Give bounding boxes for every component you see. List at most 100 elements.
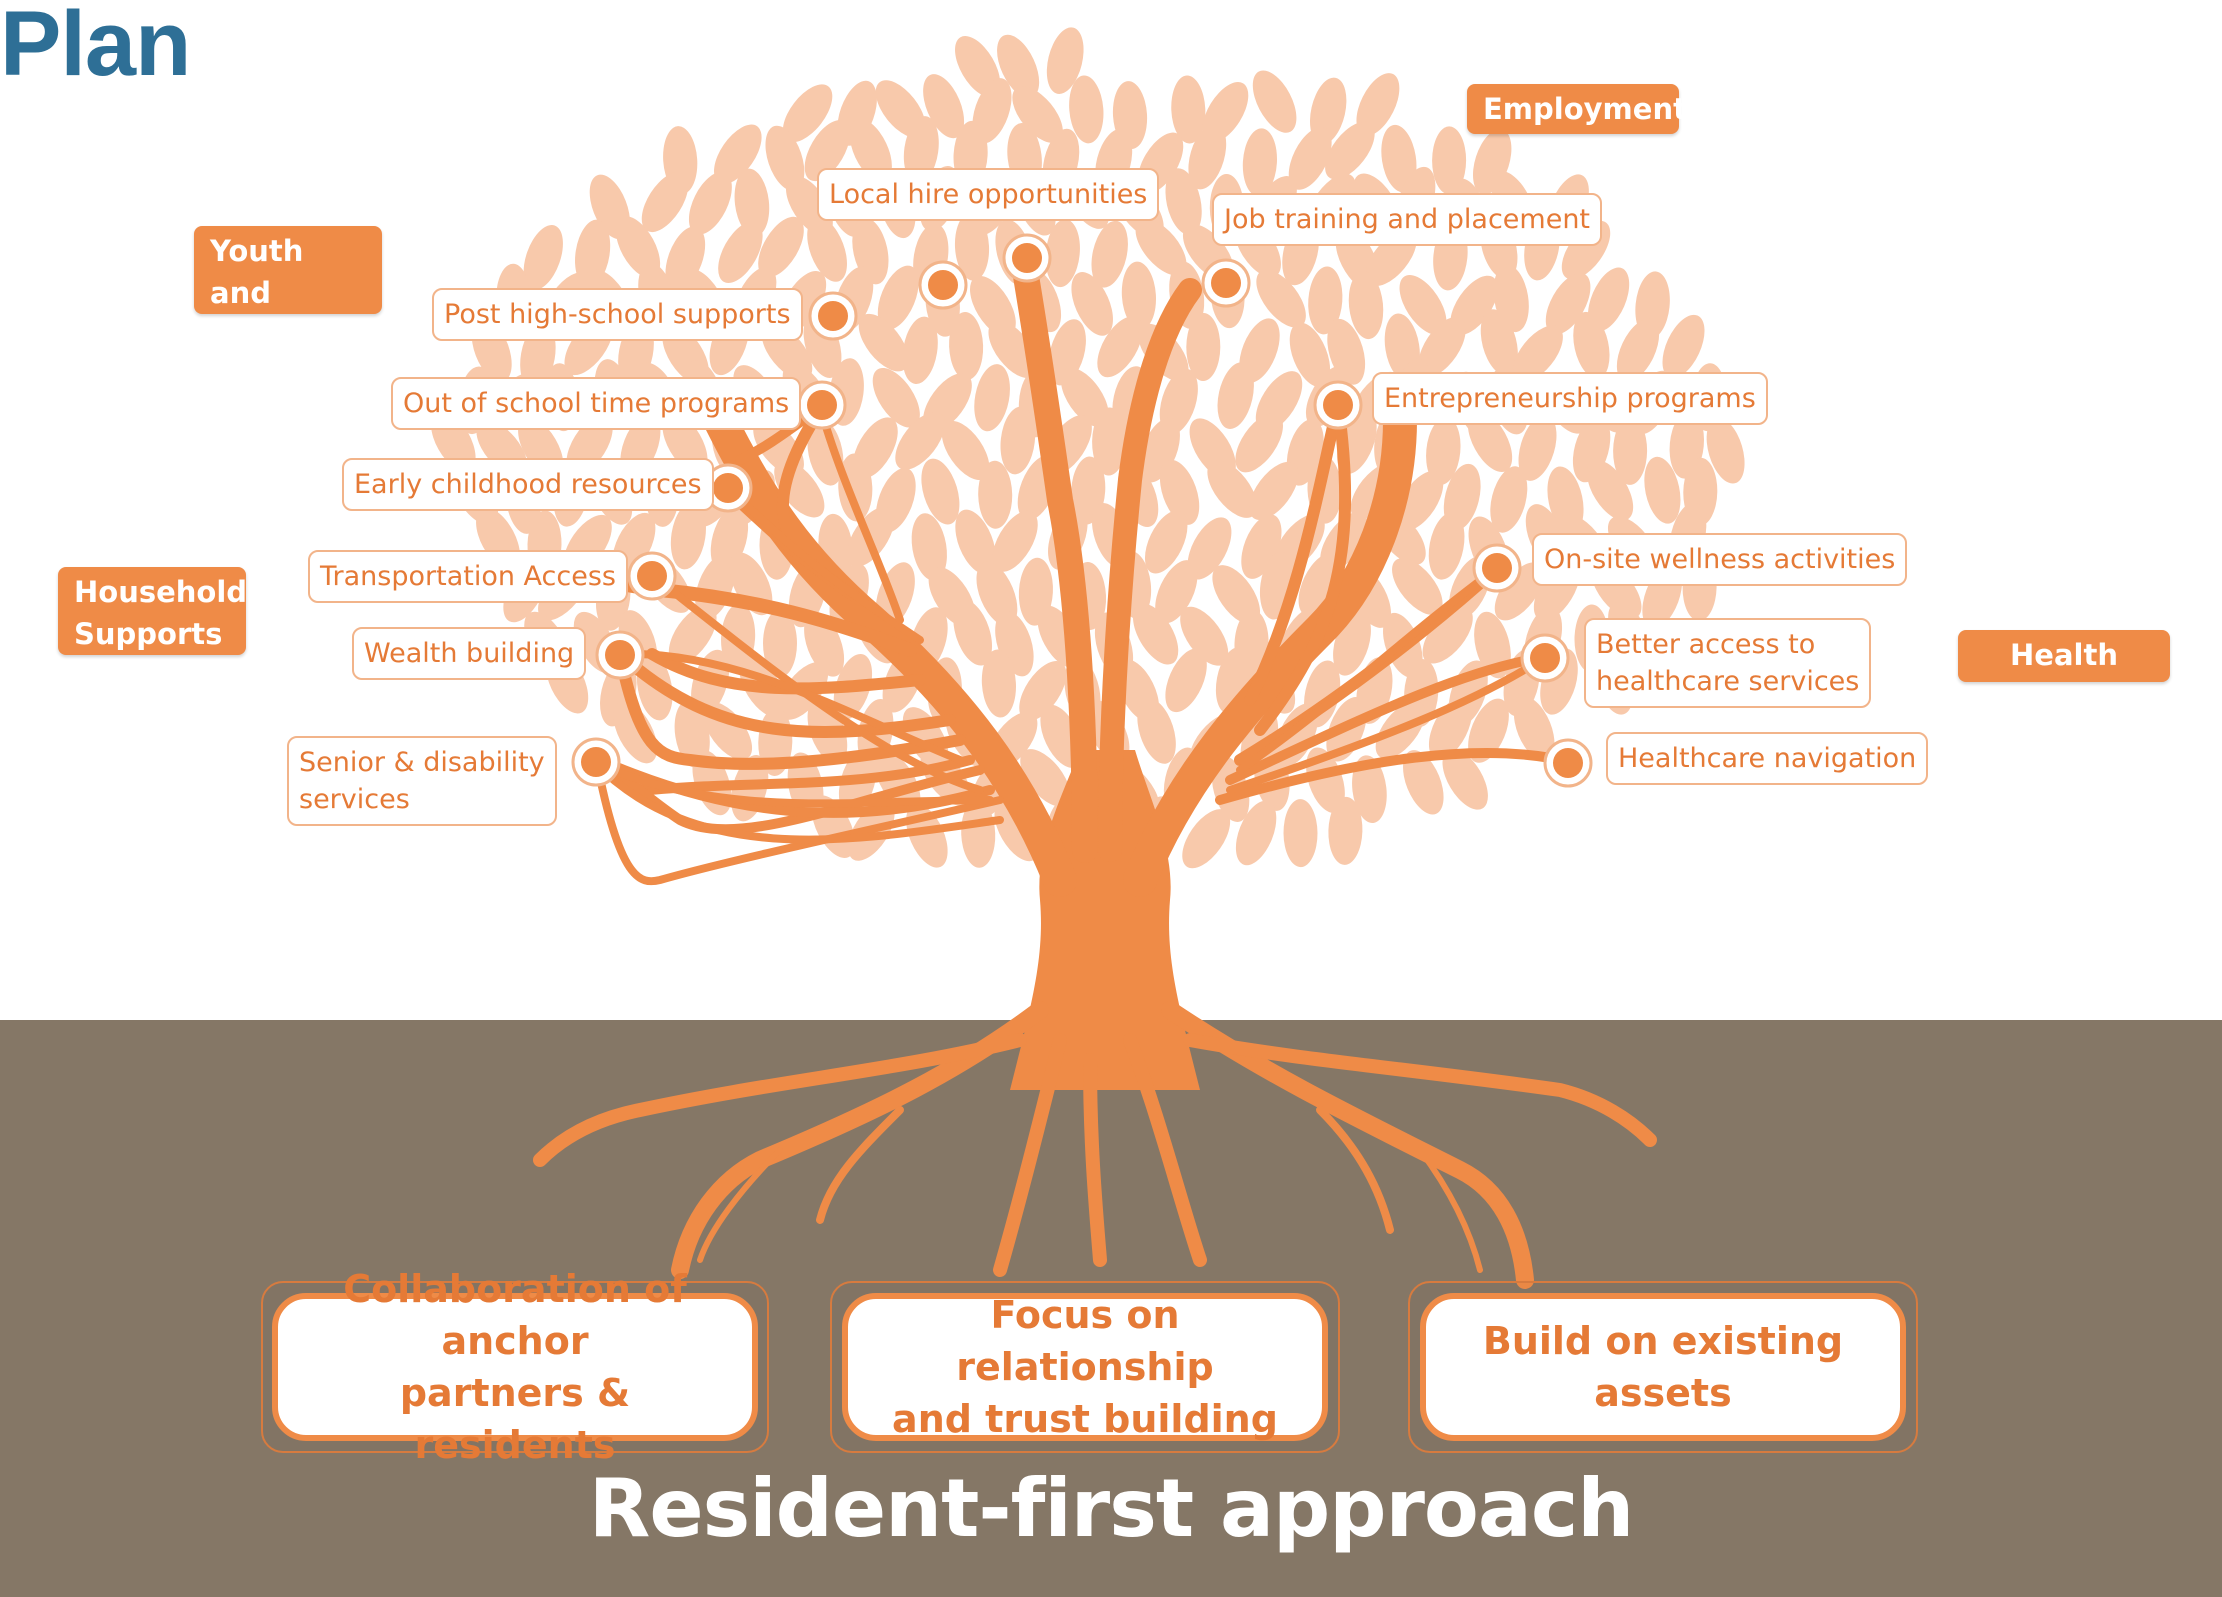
label-healthcare-access: Better access to healthcare services xyxy=(1584,618,1872,708)
pillar-collaboration: Collaboration of anchor partners & resid… xyxy=(272,1267,758,1467)
label-post-high-school: Post high-school supports xyxy=(432,288,803,341)
leaf-shape xyxy=(872,367,920,428)
leaf-shape xyxy=(807,217,847,282)
leaf-shape xyxy=(718,221,763,284)
leaf-shape xyxy=(955,509,996,575)
leaf-shape xyxy=(1144,510,1188,574)
leaf-shape xyxy=(877,265,919,330)
leaf-shape xyxy=(1000,406,1036,475)
leaf-shape xyxy=(972,78,1012,144)
leaf-shape xyxy=(1092,407,1127,476)
leaf-shape xyxy=(1091,220,1128,288)
leaf-shape xyxy=(807,418,844,486)
leaf-shape xyxy=(954,212,990,281)
leaf-shape xyxy=(1442,748,1488,810)
leaf-shape xyxy=(1662,314,1705,379)
leaf-shape xyxy=(1467,410,1513,472)
leaf-shape xyxy=(1288,127,1332,190)
leaf-shape xyxy=(1356,73,1400,136)
leaf-shape xyxy=(961,799,996,868)
leaf-shape xyxy=(758,216,804,278)
leaf-shape xyxy=(1171,75,1206,144)
leaf-shape xyxy=(1182,809,1231,869)
branch-node xyxy=(1323,390,1353,420)
leaf-shape xyxy=(804,120,850,182)
leaf-shape xyxy=(1239,318,1280,383)
leaf-shape xyxy=(1403,750,1444,815)
leaf-shape xyxy=(1180,606,1229,666)
category-youth-education: Youth and Education xyxy=(194,226,382,352)
leaf-shape xyxy=(1399,274,1447,335)
leaf-shape xyxy=(1706,417,1745,484)
leaf-shape xyxy=(1137,698,1176,764)
leaf-shape xyxy=(941,420,990,481)
pillar-assets: Build on existing assets xyxy=(1420,1293,1906,1441)
leaf-shape xyxy=(1348,271,1384,340)
page-title: Plan xyxy=(0,0,191,95)
leaf-shape xyxy=(1020,749,1071,807)
leaf-shape xyxy=(1587,459,1634,521)
label-entrepreneurship: Entrepreneurship programs xyxy=(1372,372,1768,425)
branch-node xyxy=(1530,643,1560,673)
leaf-shape xyxy=(1132,603,1179,665)
leaf-shape xyxy=(782,84,833,143)
leaf-shape xyxy=(1428,696,1473,760)
leaf-shape xyxy=(1283,799,1318,868)
leaf-shape xyxy=(1019,661,1067,721)
leaf-shape xyxy=(1490,466,1528,533)
leaf-shape xyxy=(1545,273,1591,335)
pillar-relationship: Focus on relationship and trust building xyxy=(842,1293,1328,1441)
leaf-shape xyxy=(714,124,762,184)
leaf-shape xyxy=(858,313,909,372)
leaf-shape xyxy=(1069,75,1104,144)
branch-node xyxy=(1553,748,1583,778)
leaf-shape xyxy=(1518,414,1557,481)
leaf-shape xyxy=(981,649,1016,718)
leaf-shape xyxy=(978,460,1013,529)
leaf-shape xyxy=(874,750,921,812)
leaf-shape xyxy=(902,316,938,384)
branch-node xyxy=(581,747,611,777)
leaf-shape xyxy=(949,312,984,380)
category-health: Health xyxy=(1958,630,2170,682)
leaf-shape xyxy=(838,453,873,522)
label-transportation: Transportation Access xyxy=(308,550,628,603)
leaf-shape xyxy=(734,168,770,237)
leaf-shape xyxy=(911,513,947,581)
leaf-shape xyxy=(921,458,960,525)
branch-node xyxy=(818,301,848,331)
leaf-shape xyxy=(670,501,706,570)
branch-node xyxy=(713,473,743,503)
leaf-shape xyxy=(1249,461,1299,520)
leaf-shape xyxy=(1613,416,1648,485)
leaf-shape xyxy=(1212,565,1261,625)
leaf-shape xyxy=(1587,267,1630,332)
tree-trunk-and-branches xyxy=(533,257,1657,1289)
leaf-shape xyxy=(895,412,945,470)
leaf-shape xyxy=(1308,266,1343,335)
leaf-shape xyxy=(903,116,939,184)
leaf-shape xyxy=(1235,413,1283,473)
label-early-childhood: Early childhood resources xyxy=(342,458,714,511)
leaf-shape xyxy=(1512,325,1563,383)
leaf-shape xyxy=(688,171,732,235)
leaf-shape xyxy=(1328,796,1363,865)
leaf-shape xyxy=(1071,272,1113,336)
leaf-shape xyxy=(988,320,1038,379)
label-out-of-school: Out of school time programs xyxy=(391,377,802,430)
leaf-shape xyxy=(1046,27,1084,94)
leaf-shape xyxy=(1644,456,1681,524)
leaf-shape xyxy=(953,600,993,666)
label-job-training: Job training and placement xyxy=(1212,193,1603,246)
leaf-shape xyxy=(955,36,1001,98)
branch-node xyxy=(605,640,635,670)
leaf-shape xyxy=(1060,367,1109,427)
leaf-shape xyxy=(1426,417,1461,485)
leaf-shape xyxy=(1135,218,1187,276)
leaf-shape xyxy=(1217,362,1254,429)
leaf-shape xyxy=(1207,460,1258,518)
label-senior-disability: Senior & disability services xyxy=(287,736,557,826)
pillar-frame-relationship xyxy=(830,1281,1340,1453)
